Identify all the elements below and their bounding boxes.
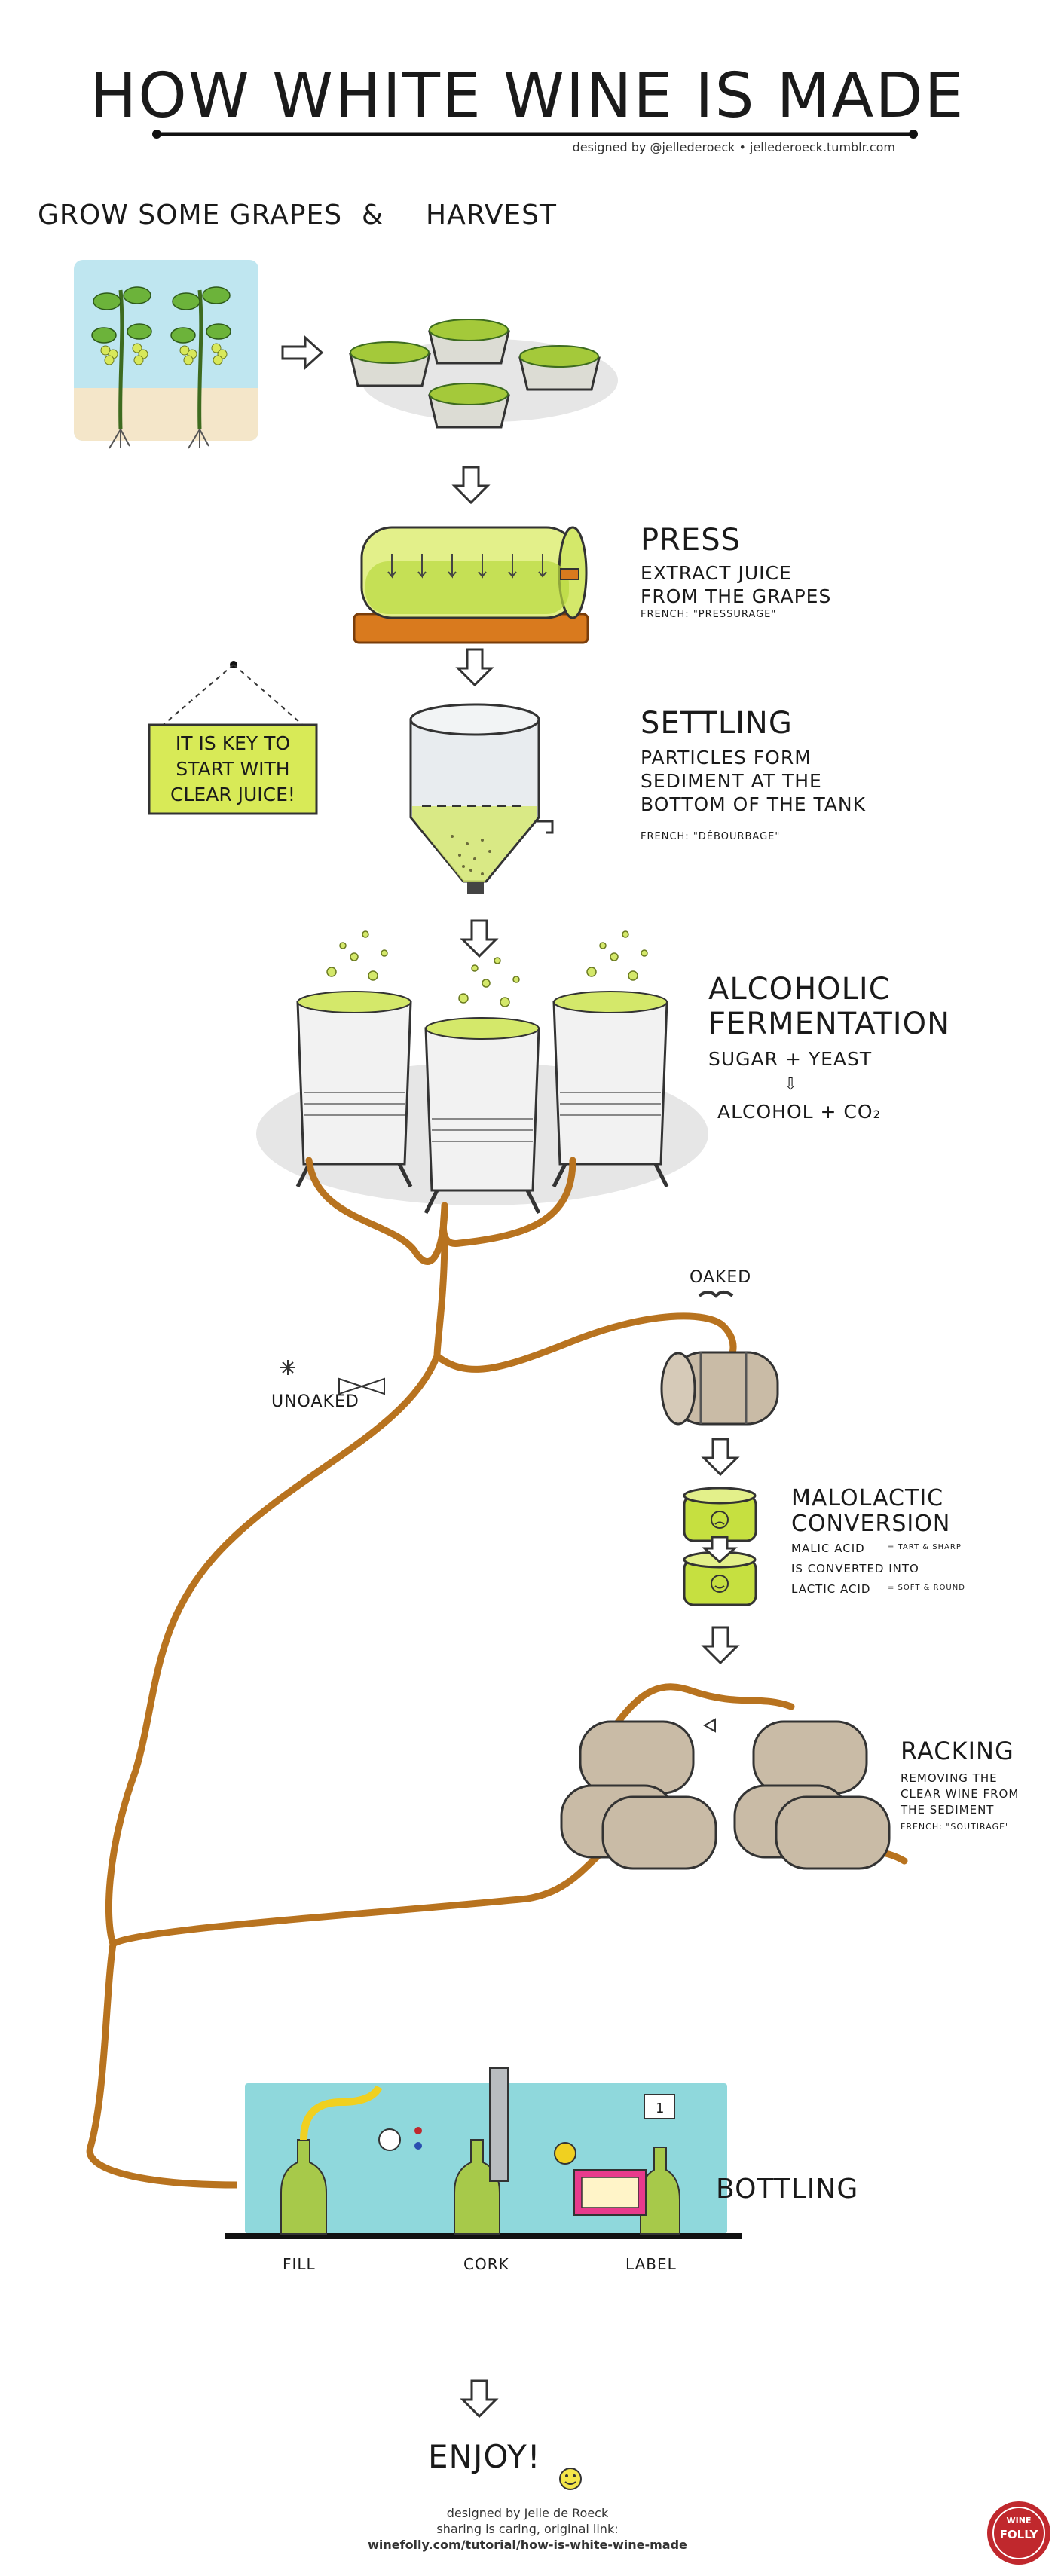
page-title: HOW WHITE WINE IS MADE (90, 60, 965, 132)
wine-pipes (86, 1157, 908, 2189)
racking-title: RACKING (901, 1737, 1014, 1765)
malolactic-cylinders (683, 1487, 757, 1606)
press-french: FRENCH: "PRESSURAGE" (641, 609, 777, 620)
malolactic-line2: IS CONVERTED INTO (791, 1562, 919, 1575)
enjoy-text: ENJOY! (428, 2438, 541, 2475)
footer-link[interactable]: winefolly.com/tutorial/how-is-white-wine… (368, 2538, 687, 2552)
vineyard-illustration (74, 260, 258, 449)
footer-sharing: sharing is caring, original link: (436, 2522, 619, 2536)
badge-text-top: WINE (1006, 2516, 1032, 2526)
amp-symbol: & (362, 200, 384, 231)
malolactic-line3: LACTIC ACID (791, 1582, 871, 1596)
grow-title: GROW SOME GRAPES (38, 200, 343, 231)
fermentation-line1: SUGAR + YEAST (708, 1048, 873, 1070)
bottling-title: BOTTLING (716, 2174, 859, 2205)
press-desc: EXTRACT JUICE FROM THE GRAPES (641, 562, 832, 607)
oaked-label: OAKED (690, 1268, 752, 1287)
label-label: LABEL (625, 2255, 677, 2273)
wine-folly-badge (987, 2501, 1050, 2565)
malolactic-note1: = TART & SHARP (888, 1543, 962, 1551)
racking-desc: REMOVING THE CLEAR WINE FROM THE SEDIMEN… (901, 1771, 1020, 1817)
oak-barrel (660, 1291, 779, 1426)
bottling-machine (225, 2067, 742, 2239)
down-arrow-glyph: ⇩ (784, 1075, 799, 1094)
racking-french: FRENCH: "SOUTIRAGE" (901, 1822, 1011, 1832)
fermentation-tanks (256, 930, 708, 1215)
title-underline (152, 130, 918, 139)
malolactic-note3: = SOFT & ROUND (888, 1584, 965, 1592)
fill-label: FILL (283, 2255, 316, 2273)
arrow-right-1 (281, 335, 324, 371)
bottle-counter: 1 (656, 2101, 665, 2116)
harvest-title: HARVEST (426, 200, 557, 231)
settling-tank (409, 703, 554, 894)
footer-designer: designed by Jelle de Roeck (446, 2506, 609, 2520)
clear-juice-sign-frame (148, 661, 318, 815)
cork-label: CORK (463, 2255, 509, 2273)
unoaked-label: UNOAKED (271, 1392, 359, 1411)
badge-text-bottom: FOLLY (999, 2528, 1038, 2541)
bowtie-icon (280, 1360, 385, 1395)
racking-barrels (560, 1718, 891, 1870)
smiley-icon (559, 2468, 582, 2490)
settling-french: FRENCH: "DÉBOURBAGE" (641, 831, 781, 842)
malolactic-title: MALOLACTIC CONVERSION (791, 1485, 951, 1537)
settling-desc: PARTICLES FORM SEDIMENT AT THE BOTTOM OF… (641, 747, 867, 815)
settling-title: SETTLING (641, 706, 793, 741)
clear-juice-sign: IT IS KEY TO START WITH CLEAR JUICE! (170, 732, 295, 805)
harvest-bins (349, 319, 618, 429)
malolactic-line1: MALIC ACID (791, 1542, 865, 1555)
top-credit: designed by @jellederoeck • jellederoeck… (572, 140, 895, 154)
press-title: PRESS (641, 523, 741, 558)
fermentation-line2: ALCOHOL + CO₂ (717, 1101, 882, 1123)
flow-arrows (451, 466, 740, 2419)
fermentation-title: ALCOHOLIC FERMENTATION (708, 972, 951, 1041)
press-illustration (353, 526, 589, 644)
